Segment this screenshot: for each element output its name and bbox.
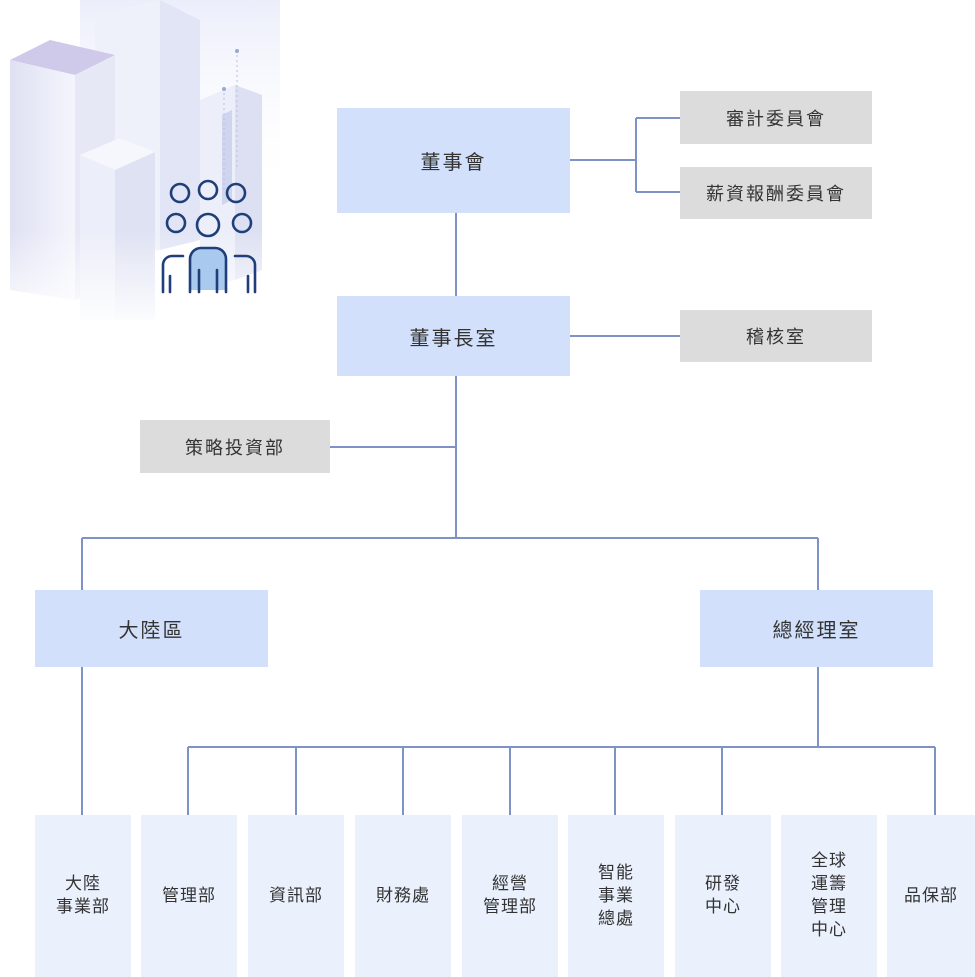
strategic-investment-node: 策略投資部 [140,420,330,473]
dept-operations-management: 經營 管理部 [462,815,558,977]
dept-smart-business: 智能 事業 總處 [568,815,664,977]
dept-quality-assurance: 品保部 [887,815,975,977]
dept-mainland-business: 大陸 事業部 [35,815,131,977]
mainland-region-node: 大陸區 [35,590,268,667]
chairman-office-node: 董事長室 [337,296,570,376]
board-node: 董事會 [337,108,570,213]
dept-management: 管理部 [141,815,237,977]
building-roof-shape [10,40,115,75]
president-office-node: 總經理室 [700,590,933,667]
audit-committee-node: 審計委員會 [680,91,872,144]
compensation-committee-node: 薪資報酬委員會 [680,167,872,219]
dept-information: 資訊部 [248,815,344,977]
city-illustration [0,0,300,330]
dept-finance: 財務處 [355,815,451,977]
internal-audit-node: 稽核室 [680,310,872,362]
dept-global-logistics: 全球 運籌 管理 中心 [781,815,877,977]
dept-rnd-center: 研發 中心 [675,815,771,977]
people-group-icon [161,179,257,294]
